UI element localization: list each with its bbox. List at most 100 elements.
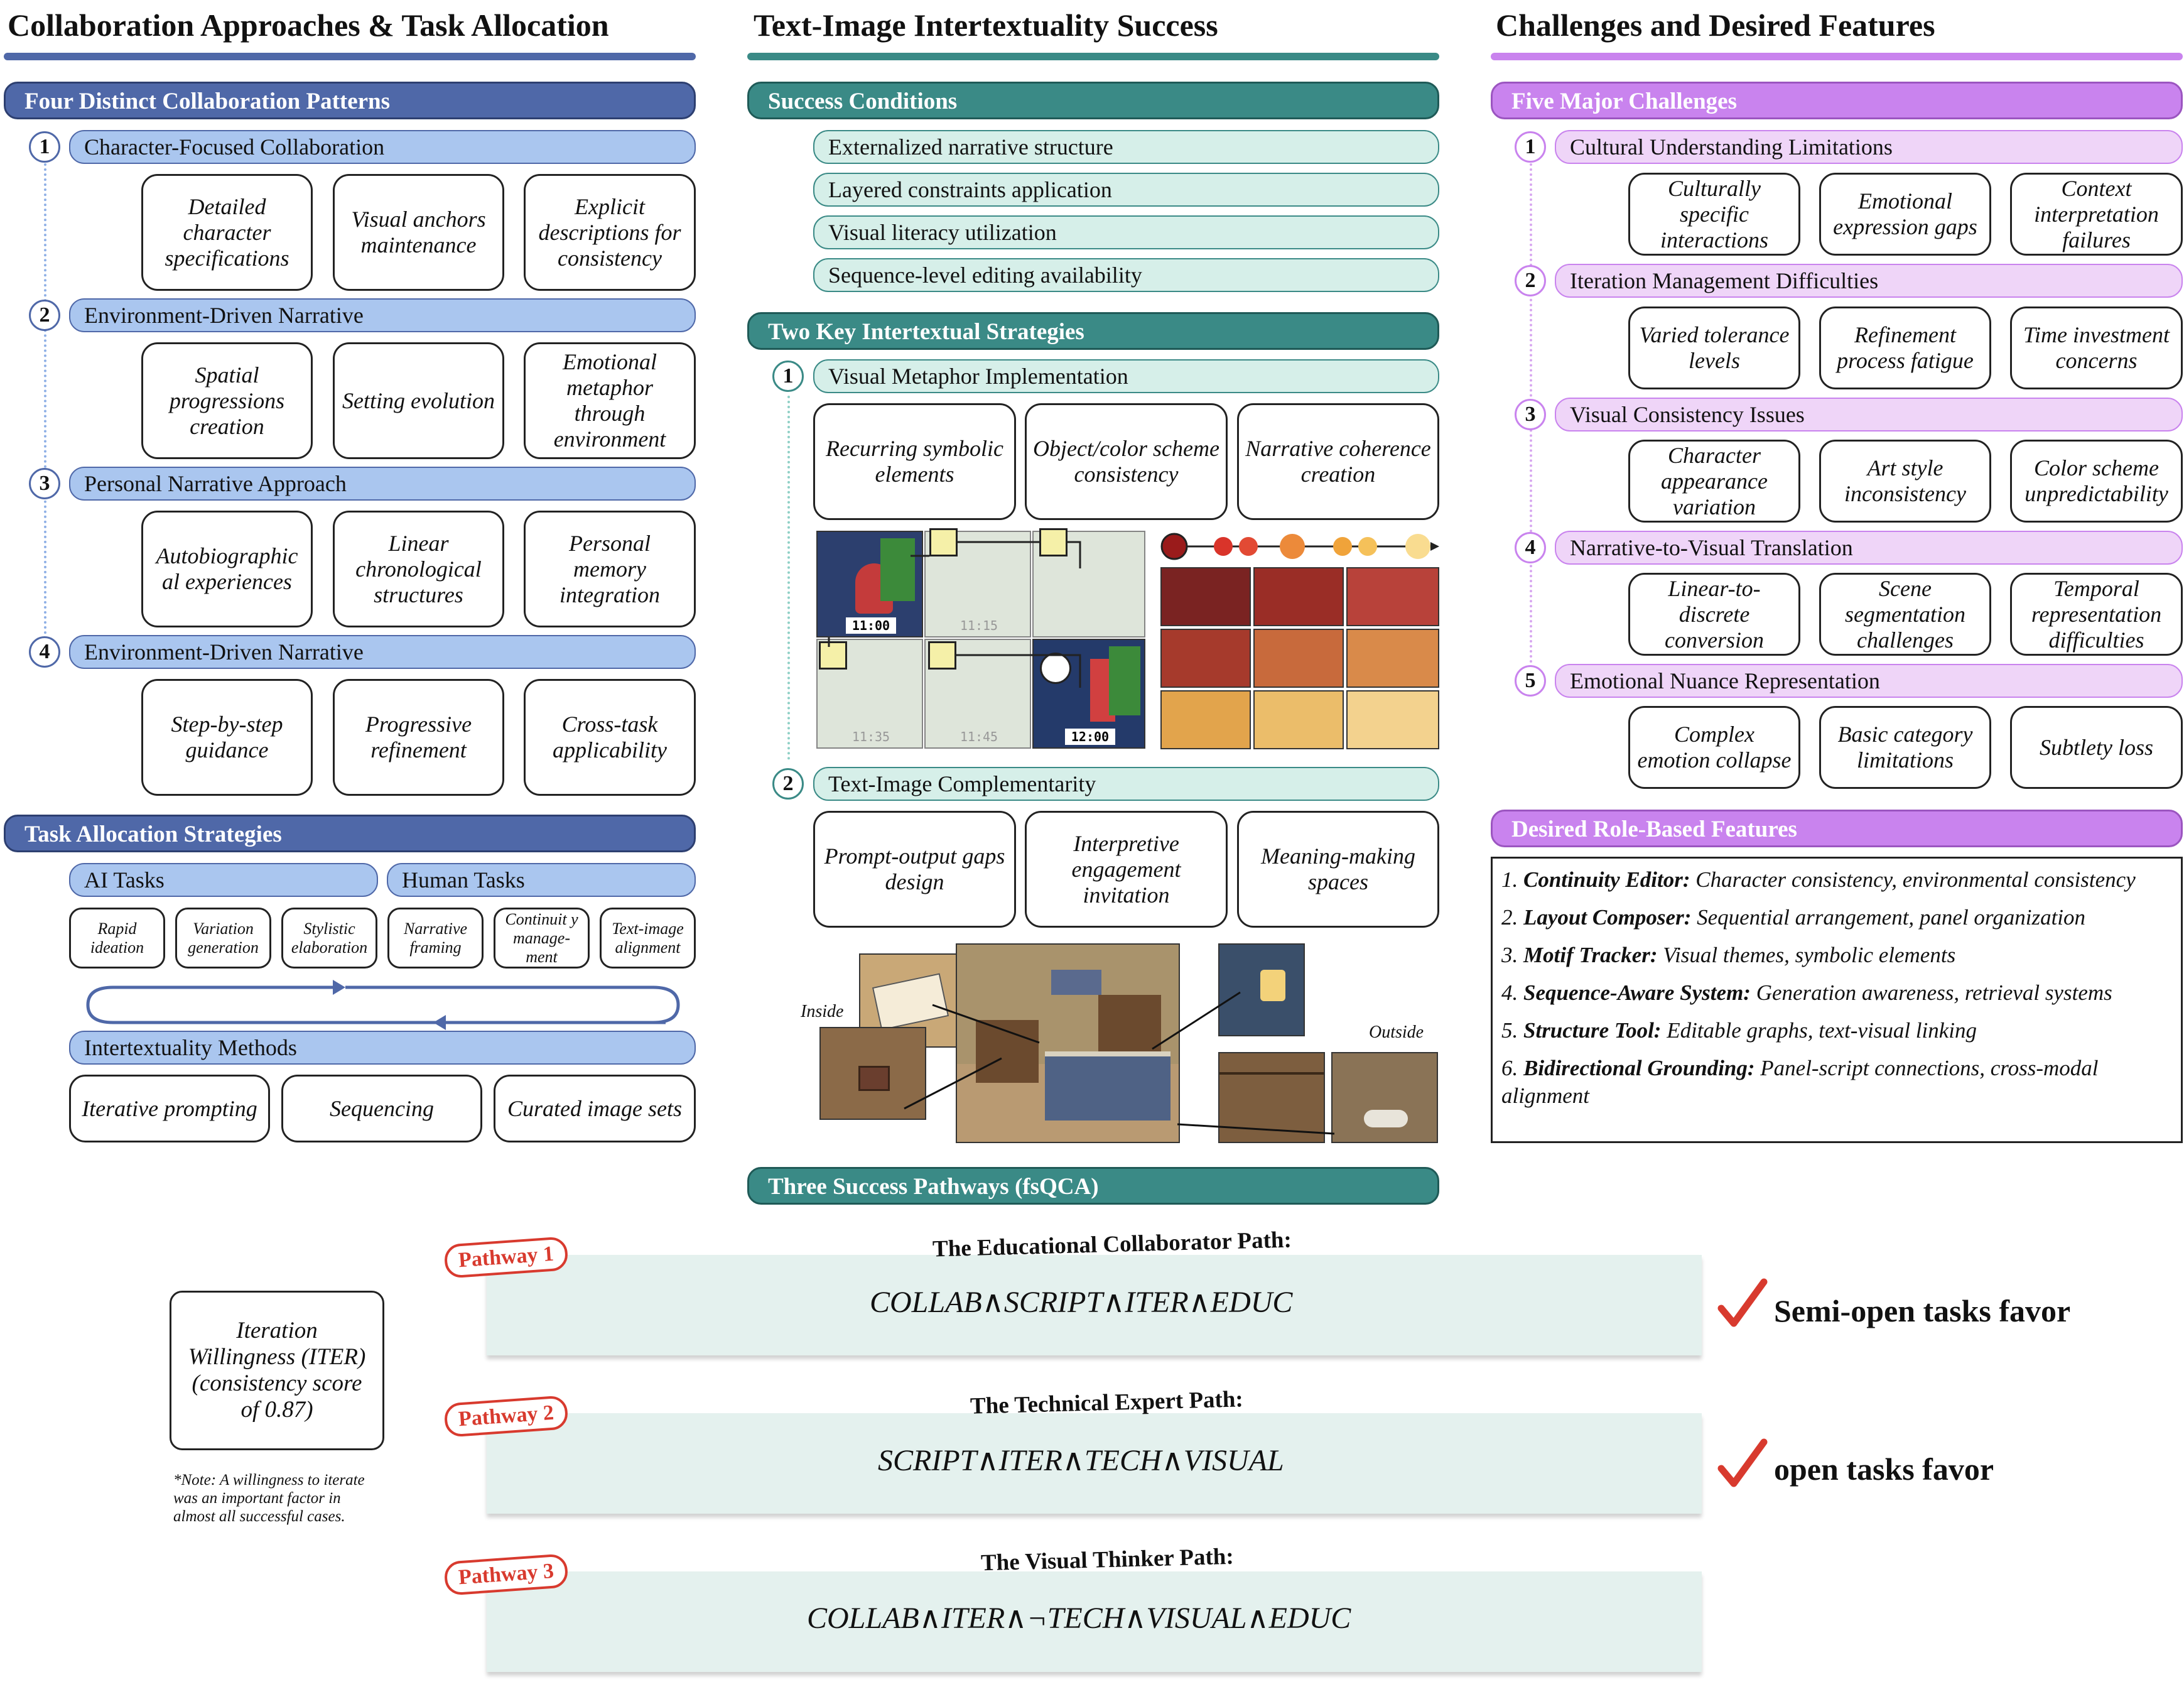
pattern-label: Character-Focused Collaboration xyxy=(69,130,696,164)
feature-item: 1. Continuity Editor: Character consiste… xyxy=(1501,867,2136,892)
strategies-timeline xyxy=(787,396,790,760)
challenge-number: 5 xyxy=(1515,665,1546,697)
feature-item: 3. Motif Tracker: Visual themes, symboli… xyxy=(1501,943,1956,967)
challenge-item: Complex emotion collapse xyxy=(1628,706,1800,789)
pattern-item: Emotional metaphor through environment xyxy=(524,342,696,459)
pattern-label: Environment-Driven Narrative xyxy=(69,298,696,332)
feature-desc: Editable graphs, text-visual linking xyxy=(1667,1018,1977,1043)
feature-item: 2. Layout Composer: Sequential arrangeme… xyxy=(1501,905,2086,930)
task-item: Variation generation xyxy=(175,908,271,969)
iter-box: Iteration Willingness (ITER) (consistenc… xyxy=(170,1291,384,1450)
feature-item: 5. Structure Tool: Editable graphs, text… xyxy=(1501,1018,1977,1043)
feature-name: Continuity Editor: xyxy=(1523,867,1690,892)
challenge-item: Time investment concerns xyxy=(2010,307,2183,389)
strategy-number: 1 xyxy=(772,361,804,392)
challenge-item: Emotional expression gaps xyxy=(1819,173,1991,256)
left-title-rule xyxy=(4,53,696,60)
pathway-formula: SCRIPT∧ITER∧TECH∧VISUAL xyxy=(878,1444,1284,1477)
comic-panel: 11:00 xyxy=(816,531,923,638)
pattern-item: Autobiographic al experiences xyxy=(141,511,313,627)
pattern-item: Step-by-step guidance xyxy=(141,679,313,796)
success-conditions-header: Success Conditions xyxy=(747,82,1439,119)
success-condition: Sequence-level editing availability xyxy=(813,258,1439,292)
middle-column-title: Text-Image Intertextuality Success xyxy=(754,8,1218,43)
feature-desc: Character consistency, environmental con… xyxy=(1695,867,2136,892)
emotion-panel xyxy=(1346,690,1439,749)
cycle-arrow-upper xyxy=(345,985,680,1024)
challenge-item: Linear-to-discrete conversion xyxy=(1628,573,1800,656)
cycle-arrow-lower xyxy=(86,985,666,1024)
room-link-arrows xyxy=(904,991,1335,1135)
emotion-panel xyxy=(1160,567,1251,626)
pattern-item: Explicit descriptions for consistency xyxy=(524,174,696,291)
emotion-panel xyxy=(1253,629,1344,688)
challenge-item: Temporal representation difficulties xyxy=(2010,573,2183,656)
feature-item: 6. Bidirectional Grounding: Panel-script… xyxy=(1501,1056,2099,1108)
pathway-banner xyxy=(487,1413,1702,1514)
feature-name: Sequence-Aware System: xyxy=(1523,980,1751,1005)
feature-name: Bidirectional Grounding: xyxy=(1523,1056,1755,1080)
arrowhead-right xyxy=(333,980,345,995)
patterns-header: Four Distinct Collaboration Patterns xyxy=(4,82,696,119)
challenge-number: 3 xyxy=(1515,399,1546,430)
task-cycle-arrows xyxy=(86,980,680,1030)
pathway-favor: Semi-open tasks favor xyxy=(1774,1293,2071,1328)
method-item: Sequencing xyxy=(281,1075,482,1142)
clock-icon xyxy=(929,528,958,556)
task-item: Narrative framing xyxy=(387,908,484,969)
pattern-item: Spatial progressions creation xyxy=(141,342,313,459)
task-item: Rapid ideation xyxy=(69,908,165,969)
pattern-item: Linear chronological structures xyxy=(333,511,504,627)
challenge-label: Iteration Management Difficulties xyxy=(1555,264,2183,298)
strategy-item: Interpretive engagement invitation xyxy=(1025,811,1228,928)
pathway-favor: open tasks favor xyxy=(1774,1451,1994,1487)
room-detail-panel xyxy=(1331,1052,1438,1143)
clock-label: 11:15 xyxy=(960,618,998,633)
challenge-number: 1 xyxy=(1515,131,1546,163)
challenge-item: Color scheme unpredictability xyxy=(2010,440,2183,523)
color-gradient-dots xyxy=(1160,533,1439,560)
right-title-rule xyxy=(1491,53,2183,60)
challenge-number: 2 xyxy=(1515,265,1546,296)
success-condition: Externalized narrative structure xyxy=(813,130,1439,164)
pattern-item: Personal memory integration xyxy=(524,511,696,627)
strategy-number: 2 xyxy=(772,768,804,800)
task-item: Stylistic elaboration xyxy=(281,908,377,969)
clock-label: 11:00 xyxy=(846,617,896,634)
challenge-item: Refinement process fatigue xyxy=(1819,307,1991,389)
room-main-panel xyxy=(956,943,1180,1143)
features-header: Desired Role-Based Features xyxy=(1491,810,2183,847)
clock-icon xyxy=(819,641,847,670)
strategy-item: Object/color scheme consistency xyxy=(1025,403,1228,520)
strategy-item: Recurring symbolic elements xyxy=(813,403,1016,520)
task-allocation-header: Task Allocation Strategies xyxy=(4,815,696,852)
check-icon xyxy=(1717,1278,1768,1327)
emotion-sequence-illustration xyxy=(1160,531,1439,751)
pattern-number: 4 xyxy=(29,636,60,668)
feature-name: Structure Tool: xyxy=(1523,1018,1662,1043)
challenge-item: Character appearance variation xyxy=(1628,440,1800,523)
emotion-panel xyxy=(1253,567,1344,626)
emotion-panel xyxy=(1346,629,1439,688)
challenge-item: Culturally specific interactions xyxy=(1628,173,1800,256)
pattern-item: Detailed character specifications xyxy=(141,174,313,291)
pathway-formula: COLLAB∧ITER∧¬TECH∧VISUAL∧EDUC xyxy=(807,1602,1351,1635)
pattern-item: Progressive refinement xyxy=(333,679,504,796)
challenge-label: Visual Consistency Issues xyxy=(1555,398,2183,431)
pathway-banner xyxy=(487,1571,1702,1672)
feature-name: Layout Composer: xyxy=(1523,905,1692,930)
emotion-panel xyxy=(1346,567,1439,626)
pathway-formula: COLLAB∧SCRIPT∧ITER∧EDUC xyxy=(870,1286,1293,1319)
feature-desc: Generation awareness, retrieval systems xyxy=(1756,980,2112,1005)
room-illustration: Inside Outside xyxy=(801,942,1439,1149)
strategies-header: Two Key Intertextual Strategies xyxy=(747,312,1439,350)
challenge-item: Context interpretation failures xyxy=(2010,173,2183,256)
pattern-label: Environment-Driven Narrative xyxy=(69,635,696,669)
pattern-number: 1 xyxy=(29,131,60,163)
outside-label: Outside xyxy=(1369,1023,1424,1042)
challenge-item: Subtlety loss xyxy=(2010,706,2183,789)
arrowhead-left xyxy=(433,1015,446,1030)
right-column-title: Challenges and Desired Features xyxy=(1496,8,1935,43)
challenge-label: Narrative-to-Visual Translation xyxy=(1555,531,2183,565)
method-item: Curated image sets xyxy=(494,1075,696,1142)
